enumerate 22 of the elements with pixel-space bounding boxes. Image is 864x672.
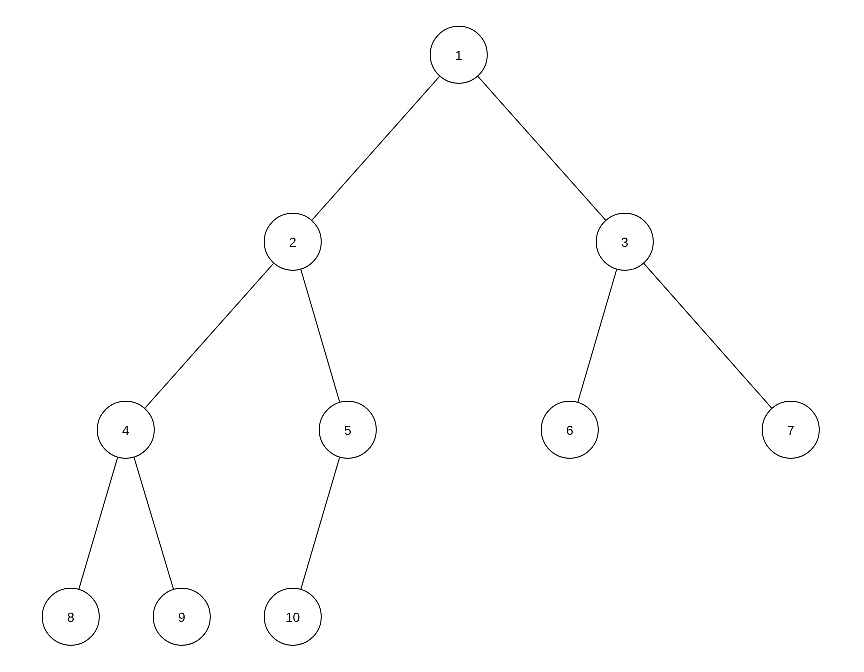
connector-line [300, 457, 340, 590]
connector-line [300, 269, 340, 403]
connector-line [78, 457, 118, 590]
connector-line [134, 457, 174, 590]
connector-line [312, 76, 440, 221]
node-label: 7 [787, 422, 795, 438]
node-label: 6 [566, 422, 574, 438]
node-label: 5 [344, 422, 352, 438]
tree-node-circle [264, 213, 322, 271]
connector-line [644, 263, 772, 409]
connector-line [578, 269, 618, 403]
node-label: 9 [178, 610, 186, 624]
node-label: 2 [289, 234, 297, 250]
connector-line [144, 263, 274, 409]
node-label: 10 [286, 610, 300, 624]
node-label: 3 [621, 234, 629, 250]
node-label: 1 [455, 48, 463, 62]
node-label: 4 [122, 422, 130, 438]
node-label: 8 [67, 610, 75, 624]
tree-node-circle [430, 26, 488, 84]
connector-line [478, 76, 606, 221]
tree-node-circle [596, 213, 654, 271]
